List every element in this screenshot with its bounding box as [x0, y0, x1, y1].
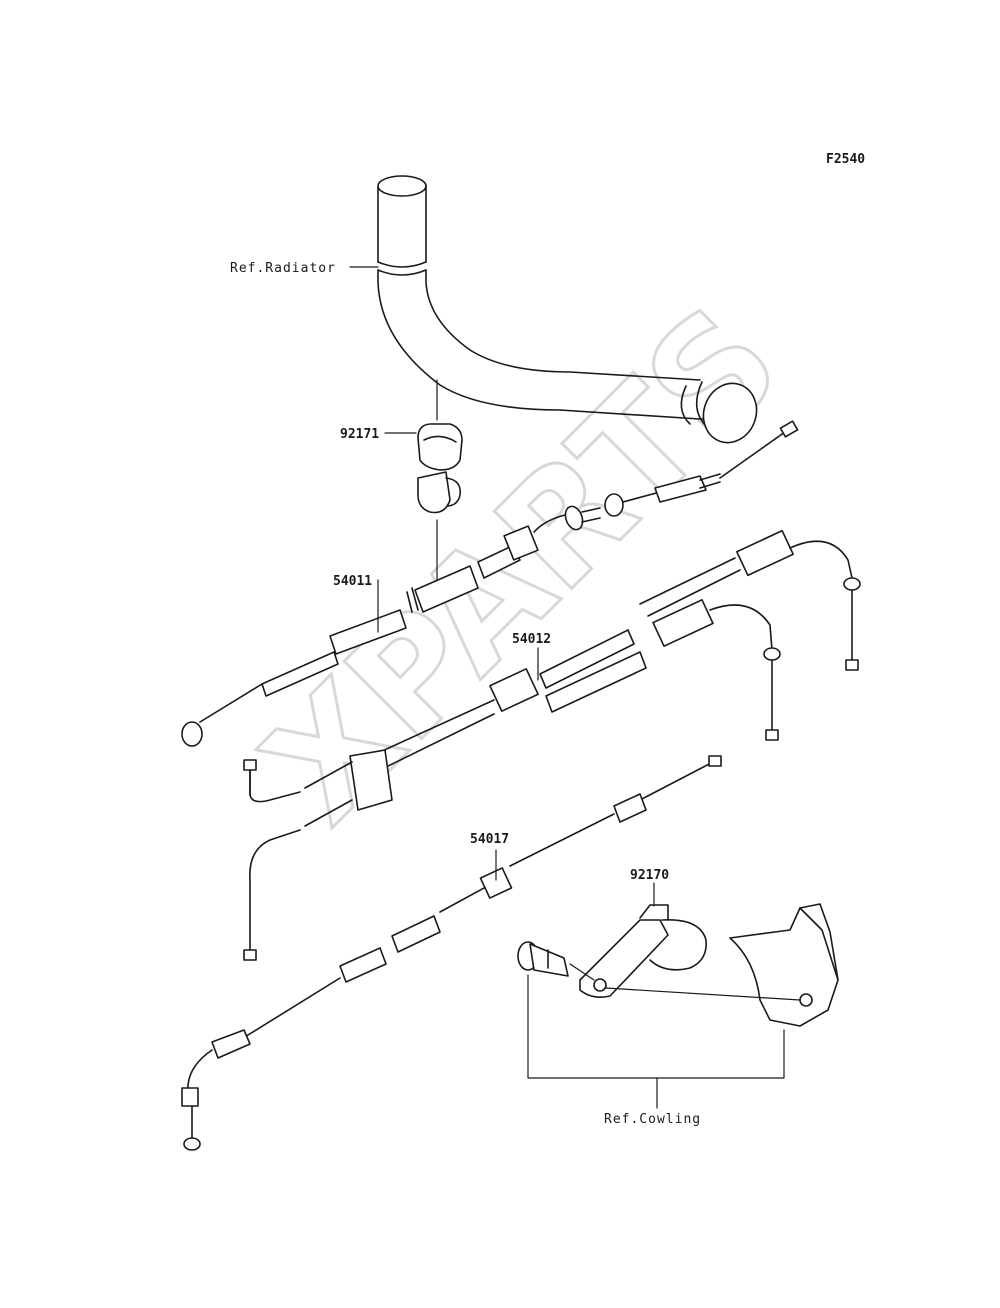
part-label-92171: 92171 — [340, 427, 379, 442]
ref-cowling-label: Ref.Cowling — [604, 1112, 701, 1127]
cable-54012 — [243, 529, 861, 961]
cable-54017 — [181, 755, 722, 1151]
ref-radiator-label: Ref.Radiator — [230, 261, 336, 276]
watermark: XPARTS — [232, 275, 813, 856]
radiator-hose — [377, 175, 758, 444]
figure-code: F2540 — [826, 152, 865, 167]
part-label-54011: 54011 — [333, 574, 372, 589]
bolt — [517, 941, 595, 981]
part-label-92170: 92170 — [630, 868, 669, 883]
part-label-54017: 54017 — [470, 832, 509, 847]
part-label-54012: 54012 — [512, 632, 551, 647]
cable-54011 — [181, 420, 799, 747]
bracket-92170 — [579, 882, 707, 998]
cowling-mount — [605, 903, 839, 1027]
ref-cowling-leader — [527, 974, 785, 1079]
clamp-92171 — [417, 379, 463, 581]
